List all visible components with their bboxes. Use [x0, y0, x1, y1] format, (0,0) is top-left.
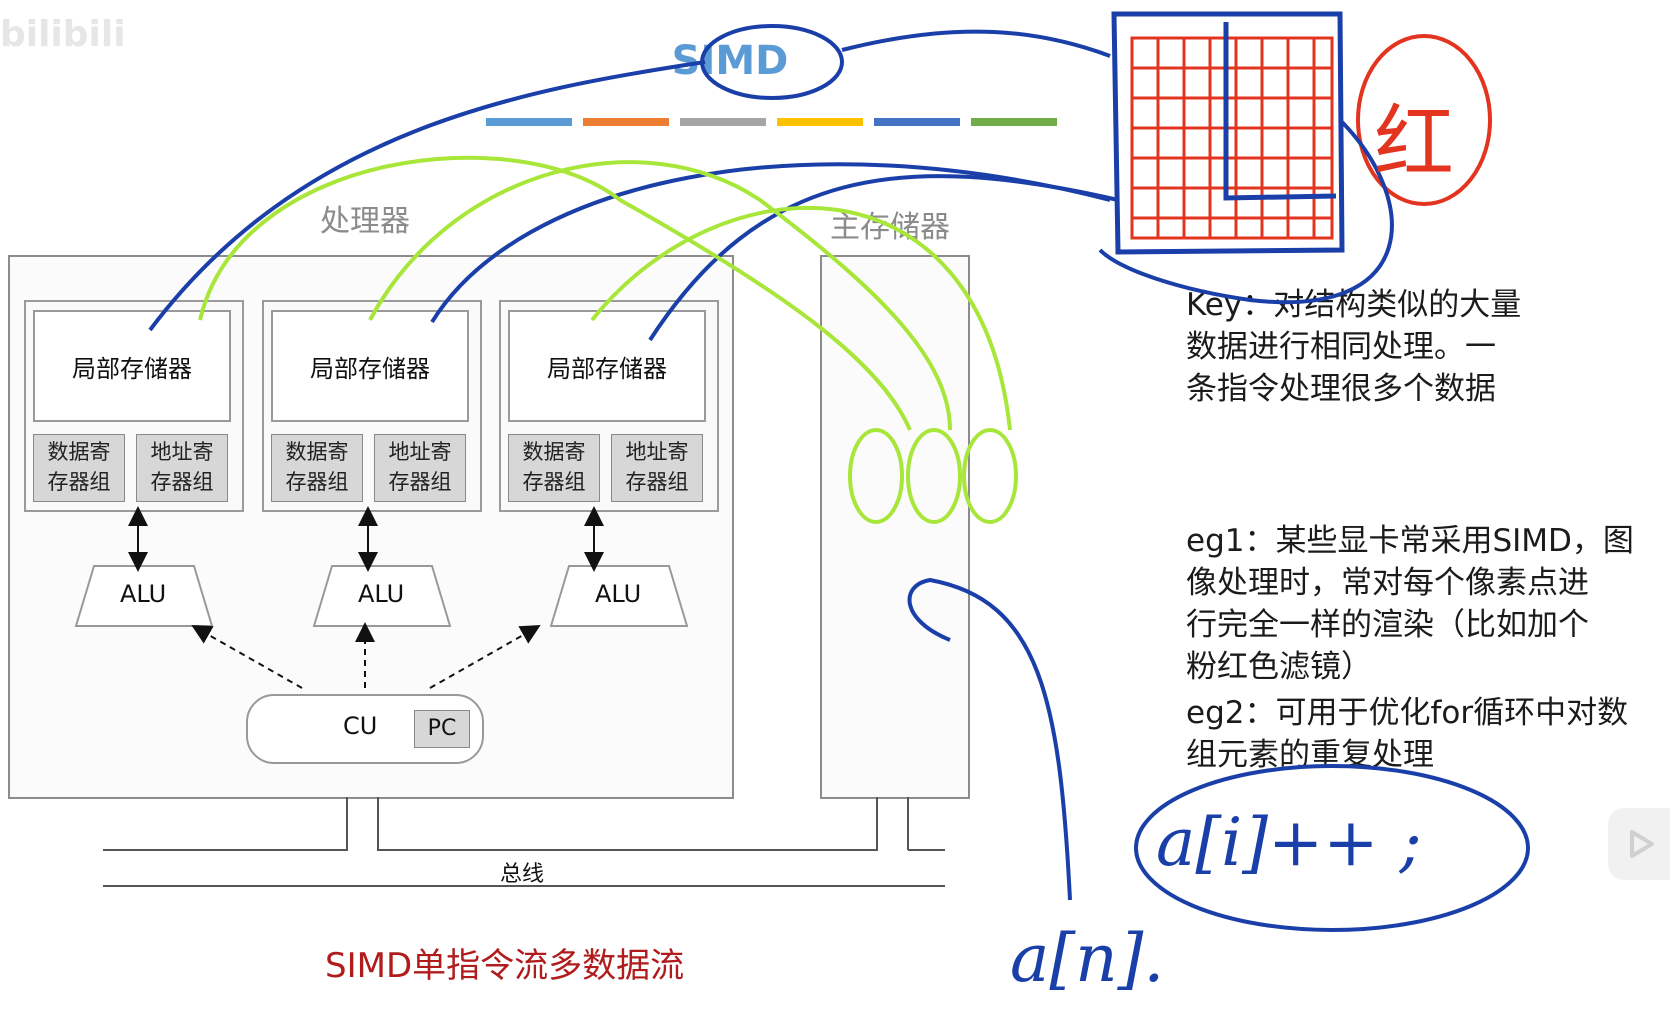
red-handwritten-char: 红 [1374, 96, 1454, 189]
address-register-group: 地址寄 存器组 [611, 434, 703, 502]
data-register-group: 数据寄 存器组 [271, 434, 363, 502]
banner-color-bar [680, 118, 766, 126]
simd-banner-title: SIMD [671, 38, 789, 84]
pixel-grid-sketch [1130, 36, 1334, 240]
pc-register: PC [414, 710, 470, 748]
banner-color-bar [874, 118, 960, 126]
handwritten-array-code: a[n]. [1010, 920, 1165, 997]
handwritten-loop-code: a[i]++ ; [1156, 804, 1422, 881]
play-button[interactable] [1608, 808, 1670, 880]
banner-color-bar [777, 118, 863, 126]
eg1-note: eg1：某些显卡常采用SIMD，图像处理时，常对每个像素点进行完全一样的渲染（比… [1186, 520, 1634, 688]
bus-label: 总线 [500, 862, 545, 887]
note-line: eg2：可用于优化for循环中对数 [1186, 695, 1629, 731]
data-register-group: 数据寄 存器组 [33, 434, 125, 502]
key-note: Key：对结构类似的大量数据进行相同处理。一条指令处理很多个数据 [1186, 284, 1521, 410]
alu-label: ALU [358, 580, 405, 608]
note-line: 行完全一样的渲染（比如加个 [1186, 607, 1589, 643]
local-memory: 局部存储器 [271, 310, 469, 422]
banner-color-bar [486, 118, 572, 126]
alu-unit [549, 565, 689, 627]
address-register-group: 地址寄 存器组 [374, 434, 466, 502]
main-memory-box [820, 255, 970, 799]
banner-color-bar [971, 118, 1057, 126]
alu-label: ALU [120, 580, 167, 608]
banner-color-bar [583, 118, 669, 126]
red-circle [1356, 34, 1492, 206]
note-line: 数据进行相同处理。一 [1186, 329, 1496, 365]
bilibili-watermark: bilibili [0, 14, 126, 55]
data-register-group: 数据寄 存器组 [508, 434, 600, 502]
note-line: Key：对结构类似的大量 [1186, 287, 1522, 323]
note-line: eg1：某些显卡常采用SIMD，图 [1186, 523, 1634, 559]
note-line: 条指令处理很多个数据 [1186, 371, 1496, 407]
play-icon [1630, 830, 1654, 858]
address-register-group: 地址寄 存器组 [136, 434, 228, 502]
local-memory: 局部存储器 [508, 310, 706, 422]
local-memory: 局部存储器 [33, 310, 231, 422]
alu-label: ALU [595, 580, 642, 608]
note-line: 像处理时，常对每个像素点进 [1186, 565, 1589, 601]
alu-unit [312, 565, 452, 627]
cu-label: CU [343, 712, 378, 740]
simd-caption: SIMD单指令流多数据流 [325, 946, 685, 986]
processor-label: 处理器 [320, 204, 410, 239]
note-line: 粉红色滤镜） [1186, 649, 1372, 685]
